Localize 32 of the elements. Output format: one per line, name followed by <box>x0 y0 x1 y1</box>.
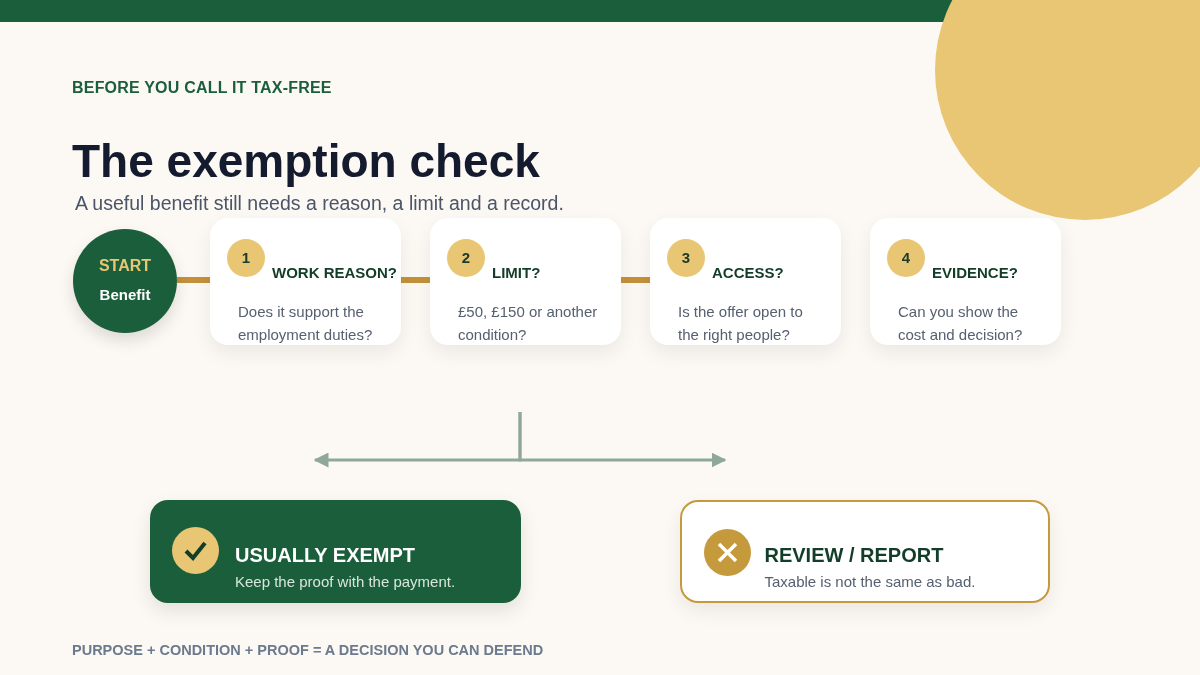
outcome-card <box>150 500 521 603</box>
step-title: WORK REASON? <box>272 264 397 281</box>
step-question: £50, £150 or another condition? <box>458 302 599 345</box>
connector-line <box>401 277 430 283</box>
step-title: LIMIT? <box>492 264 541 281</box>
connector-line <box>177 277 210 283</box>
footer-text: PURPOSE + CONDITION + PROOF = A DECISION YOU CAN DEFEND <box>72 642 544 658</box>
step-question: Does it support the employment duties? <box>238 302 374 345</box>
step-card <box>650 218 841 345</box>
step-question: Can you show the cost and decision? <box>898 302 1024 345</box>
subtitle-text: A useful benefit still needs a reason, a limit and a record. <box>75 192 564 215</box>
node-label: Benefit <box>98 286 152 303</box>
step-question: Is the offer open to the right people? <box>678 302 804 345</box>
step-card <box>870 218 1061 345</box>
number-badge: 1 <box>227 239 265 277</box>
connector-line <box>621 277 650 283</box>
number-badge: 3 <box>667 239 705 277</box>
outcome-title: REVIEW / REPORT <box>764 543 944 567</box>
step-card <box>430 218 621 345</box>
arrow <box>518 412 727 468</box>
start-label: START <box>97 257 153 275</box>
outcome-card <box>680 500 1050 603</box>
step-title: EVIDENCE? <box>932 264 1018 281</box>
number-badge: 2 <box>447 239 485 277</box>
title: The exemption check <box>72 134 540 188</box>
outcome-title: USUALLY EXEMPT <box>235 544 416 567</box>
step-title: ACCESS? <box>712 264 784 281</box>
outcome-note: Keep the proof with the payment. <box>235 573 456 590</box>
kicker-text: BEFORE YOU CALL IT TAX-FREE <box>72 79 332 97</box>
step-card <box>210 218 401 345</box>
outcome-note: Taxable is not the same as bad. <box>764 572 976 590</box>
number-badge: 4 <box>887 239 925 277</box>
